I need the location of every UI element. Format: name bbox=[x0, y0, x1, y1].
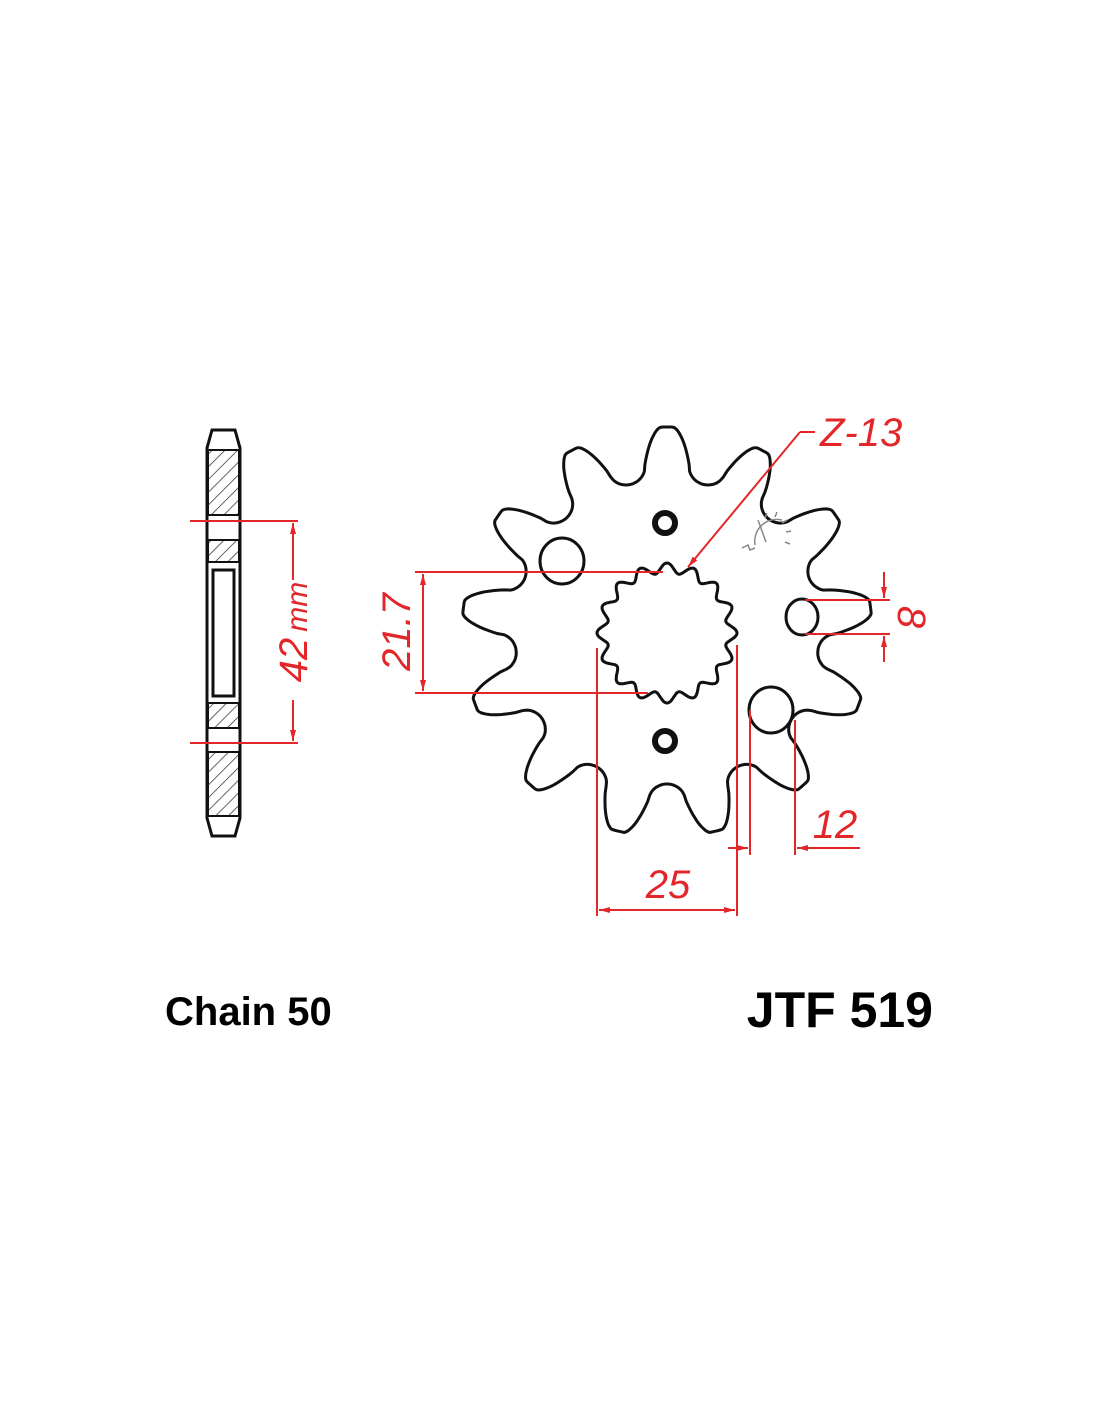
chain-label: Chain 50 bbox=[165, 990, 332, 1034]
spline-hole bbox=[595, 561, 739, 705]
dimension-8-value: 8 bbox=[889, 606, 933, 629]
dimension-21-7: 21.7 bbox=[375, 571, 663, 694]
side-view bbox=[205, 428, 242, 838]
dimension-42-value: 42 bbox=[272, 638, 316, 683]
bolt-hole-top bbox=[652, 510, 678, 536]
svg-text:42mm: 42 mm bbox=[272, 582, 316, 682]
teeth-count-label: Z-13 bbox=[819, 411, 902, 455]
dimension-21-7-value: 21.7 bbox=[375, 591, 419, 672]
dimension-25: 25 bbox=[596, 645, 738, 916]
sprocket-face bbox=[461, 425, 873, 834]
dimension-42-unit: mm bbox=[281, 582, 314, 632]
lightening-hole-right bbox=[747, 685, 795, 735]
teeth-count-callout: Z-13 bbox=[687, 411, 902, 568]
bolt-hole-bottom bbox=[652, 728, 678, 754]
dimension-12: 12 bbox=[728, 710, 860, 855]
hole-8mm bbox=[784, 597, 820, 637]
part-number: JTF 519 bbox=[747, 982, 933, 1038]
dimension-42mm: 42 mm bbox=[190, 520, 316, 744]
dimension-8: 8 bbox=[805, 572, 933, 662]
sprocket-outline bbox=[461, 425, 873, 834]
brand-logo-icon bbox=[741, 511, 792, 551]
dimension-25-value: 25 bbox=[645, 863, 691, 907]
lightening-hole-left bbox=[538, 536, 586, 586]
dimension-12-value: 12 bbox=[813, 803, 858, 847]
